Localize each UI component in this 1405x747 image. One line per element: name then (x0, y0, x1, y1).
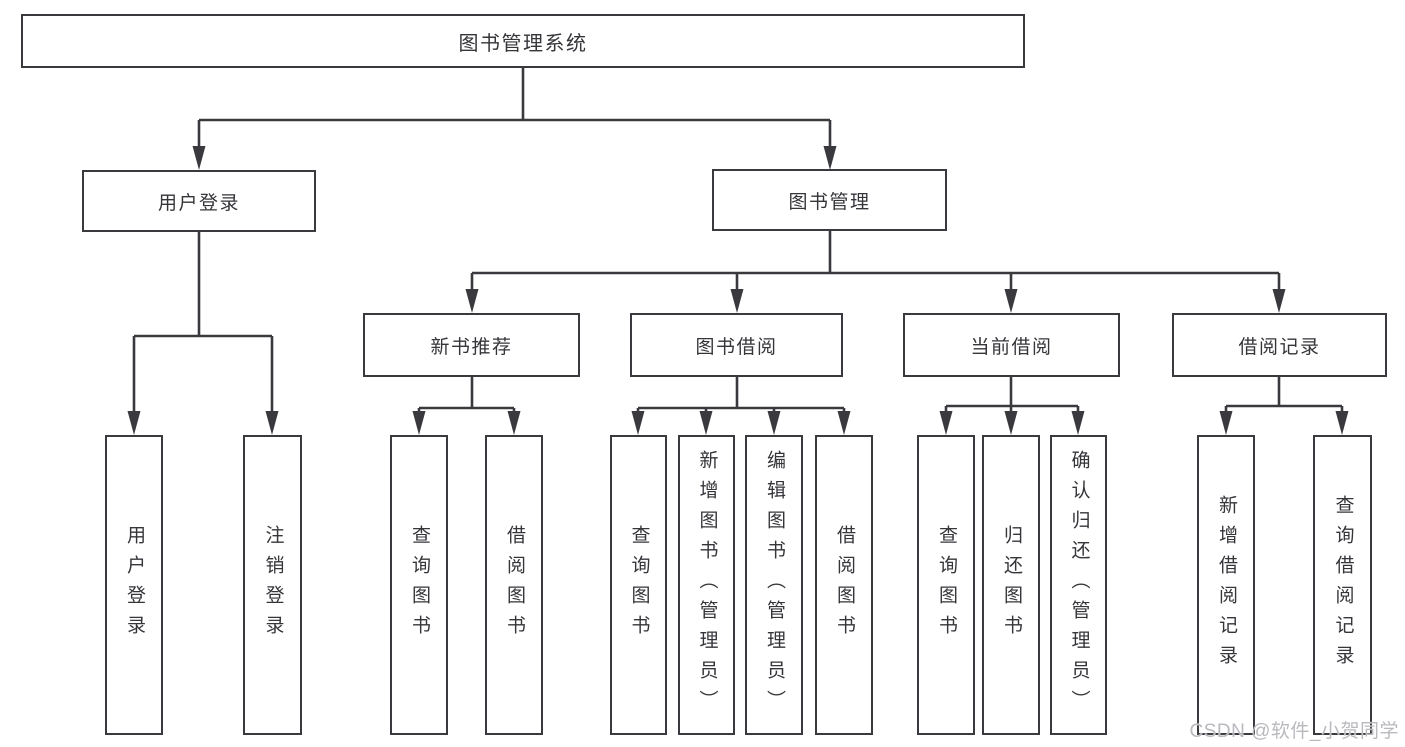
leaf-label: 新增图书（管理员） (696, 450, 718, 720)
connector-newbook-to-leaves (417, 377, 516, 415)
leaf-label: 查询借阅记录 (1332, 495, 1354, 675)
leaf-label: 查询图书 (408, 525, 430, 645)
node-book-borrowing: 图书借阅 (630, 313, 843, 377)
node-user-login-branch: 用户登录 (82, 170, 316, 232)
leaf-query-books-borrowing: 查询图书 (610, 435, 667, 735)
node-label: 当前借阅 (970, 336, 1053, 358)
node-label: 图书借阅 (695, 336, 778, 358)
connector-current-to-leaves (944, 377, 1080, 415)
leaf-label: 确认归还（管理员） (1068, 450, 1090, 720)
node-current-borrowing: 当前借阅 (903, 313, 1120, 377)
node-new-book-recommendation: 新书推荐 (363, 313, 580, 377)
arrowheads-borrow-leaves (631, 411, 851, 435)
connector-record-to-leaves (1224, 377, 1344, 415)
leaf-query-books-current: 查询图书 (917, 435, 975, 735)
leaf-label: 归还图书 (1000, 525, 1022, 645)
node-label: 图书管理系统 (458, 32, 588, 55)
leaf-label: 查询图书 (935, 525, 957, 645)
leaf-add-book-admin: 新增图书（管理员） (678, 435, 735, 735)
leaf-label: 编辑图书（管理员） (763, 450, 785, 720)
node-library-management-system: 图书管理系统 (21, 14, 1025, 68)
leaf-label: 注销登录 (262, 525, 284, 645)
leaf-user-login: 用户登录 (105, 435, 163, 735)
leaf-add-borrow-record: 新增借阅记录 (1197, 435, 1255, 735)
leaf-return-books: 归还图书 (982, 435, 1040, 735)
leaf-edit-book-admin: 编辑图书（管理员） (745, 435, 803, 735)
arrowheads-record-leaves (1219, 411, 1349, 435)
leaf-confirm-return-admin: 确认归还（管理员） (1050, 435, 1107, 735)
arrowheads-current-leaves (939, 411, 1085, 435)
leaf-label: 查询图书 (628, 525, 650, 645)
node-book-management-branch: 图书管理 (712, 169, 947, 231)
leaf-label: 借阅图书 (833, 525, 855, 645)
arrowheads-newbook-leaves (412, 411, 521, 435)
connector-root-to-level2 (197, 68, 832, 150)
node-label: 新书推荐 (430, 336, 513, 358)
leaf-logout: 注销登录 (243, 435, 302, 735)
leaf-query-books-recommend: 查询图书 (390, 435, 448, 735)
arrowheads-level2 (192, 146, 837, 170)
node-borrowing-records: 借阅记录 (1172, 313, 1387, 377)
leaf-label: 用户登录 (123, 525, 145, 645)
leaf-label: 借阅图书 (503, 525, 525, 645)
csdn-watermark: CSDN @软件_小贺同学 (1189, 721, 1399, 742)
leaf-label: 新增借阅记录 (1215, 495, 1237, 675)
node-label: 用户登录 (157, 192, 240, 214)
arrowheads-userlogin-leaves (127, 411, 279, 435)
leaf-borrow-books-recommend: 借阅图书 (485, 435, 543, 735)
node-label: 借阅记录 (1238, 336, 1321, 358)
connector-bookmgmt-to-level3 (470, 231, 1281, 293)
connector-userlogin-to-leaves (132, 232, 274, 415)
leaf-borrow-books: 借阅图书 (815, 435, 873, 735)
node-label: 图书管理 (788, 191, 871, 213)
connector-borrow-to-leaves (636, 377, 846, 415)
leaf-query-borrow-record: 查询借阅记录 (1313, 435, 1372, 735)
arrowheads-level3 (465, 289, 1286, 313)
